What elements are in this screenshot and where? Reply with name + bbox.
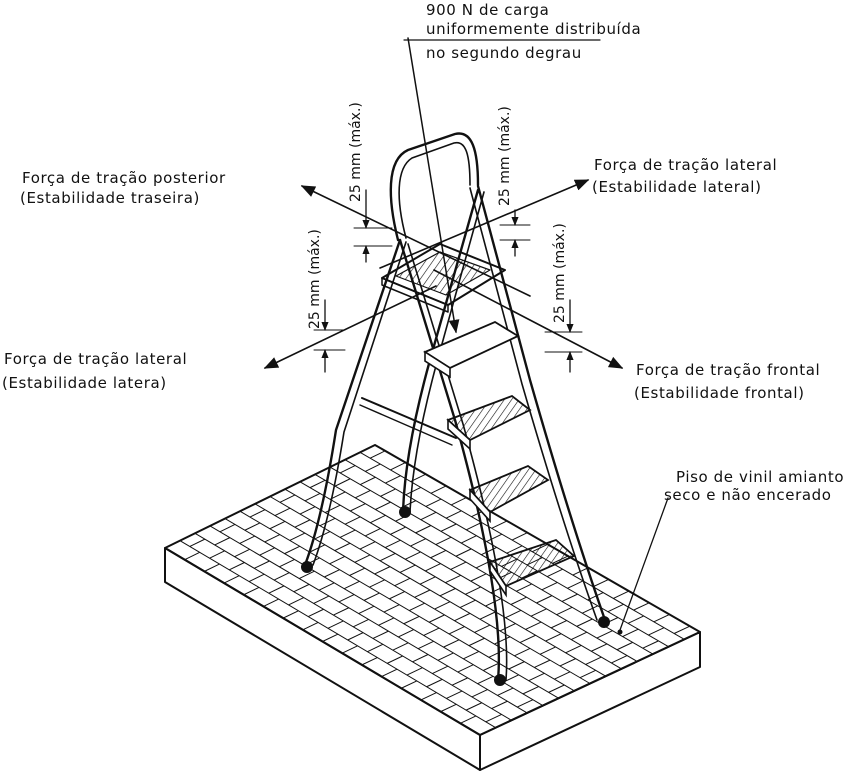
lateral-force-arrow-left xyxy=(263,285,437,369)
lateral-left-line2: (Estabilidade latera) xyxy=(2,374,167,392)
floor-side-face xyxy=(479,631,701,771)
lateral-force-left-label: Força de tração lateral (Estabilidade la… xyxy=(2,350,187,392)
rear-leg-left xyxy=(303,238,402,567)
lateral-right-line1: Força de tração lateral xyxy=(594,156,777,174)
floor-front-face xyxy=(164,547,481,771)
front-leg-right xyxy=(476,184,607,622)
rear-leg-right xyxy=(401,188,480,514)
load-note-line1: 900 N de carga xyxy=(426,1,549,19)
load-note-line3: no segundo degrau xyxy=(426,44,582,62)
ladder-step xyxy=(488,538,576,588)
floor-note: Piso de vinil amianto seco e não encerad… xyxy=(664,468,844,504)
ladder-step-edge xyxy=(469,487,491,524)
ladder-steps xyxy=(423,320,576,598)
floor-top-face xyxy=(164,444,701,736)
lateral-right-dimension xyxy=(499,209,531,257)
dimension-marks xyxy=(313,189,583,373)
foot-rear-right xyxy=(399,506,411,518)
floor-slab xyxy=(164,444,701,771)
front-force-arrow xyxy=(433,269,624,369)
ladder-step-edge xyxy=(447,418,471,451)
lateral-left-dimension-label: 25 mm (máx.) xyxy=(307,229,323,329)
load-arrow xyxy=(407,37,460,334)
ladder-step-edge xyxy=(489,559,507,598)
floor-note-line2: seco e não encerado xyxy=(664,486,832,504)
rear-leg-left-inner xyxy=(312,241,407,566)
front-force-line1: Força de tração frontal xyxy=(636,361,820,379)
load-note-line2: uniformemente distribuída xyxy=(426,20,641,38)
force-arrows xyxy=(263,37,669,635)
front-dimension-label: 25 mm (máx.) xyxy=(552,223,568,323)
rear-force-line1: Força de tração posterior xyxy=(22,169,226,187)
front-force-line2: (Estabilidade frontal) xyxy=(634,384,805,402)
floor-leader-line xyxy=(619,497,669,631)
lateral-left-dimension xyxy=(313,299,346,373)
front-dimension xyxy=(544,299,583,373)
lateral-right-dimension-label: 25 mm (máx.) xyxy=(497,106,513,206)
rear-crossbar xyxy=(361,397,457,439)
rear-force-label: Força de tração posterior (Estabilidade … xyxy=(20,169,226,207)
load-note: 900 N de carga uniformemente distribuída… xyxy=(403,1,641,62)
rear-dimension-label: 25 mm (máx.) xyxy=(348,102,364,202)
lateral-right-line2: (Estabilidade lateral) xyxy=(592,178,762,196)
lateral-left-line1: Força de tração lateral xyxy=(4,350,187,368)
stepladder xyxy=(301,132,610,686)
foot-rear-left xyxy=(301,561,313,573)
foot-front-left xyxy=(494,674,506,686)
rear-leg-right-inner xyxy=(409,191,485,513)
rear-force-arrow xyxy=(300,185,531,297)
ladder-step-edge xyxy=(424,350,451,379)
floor-note-line1: Piso de vinil amianto xyxy=(676,468,844,486)
rear-force-line2: (Estabilidade traseira) xyxy=(20,189,200,207)
lateral-force-arrow-right xyxy=(379,179,590,269)
foot-front-right xyxy=(598,616,610,628)
rear-dimension xyxy=(353,189,393,263)
lateral-force-right-label: Força de tração lateral (Estabilidade la… xyxy=(592,156,777,196)
front-force-label: Força de tração frontal (Estabilidade fr… xyxy=(634,361,820,402)
floor-tiles xyxy=(179,450,691,729)
ladder-handle xyxy=(389,132,480,242)
